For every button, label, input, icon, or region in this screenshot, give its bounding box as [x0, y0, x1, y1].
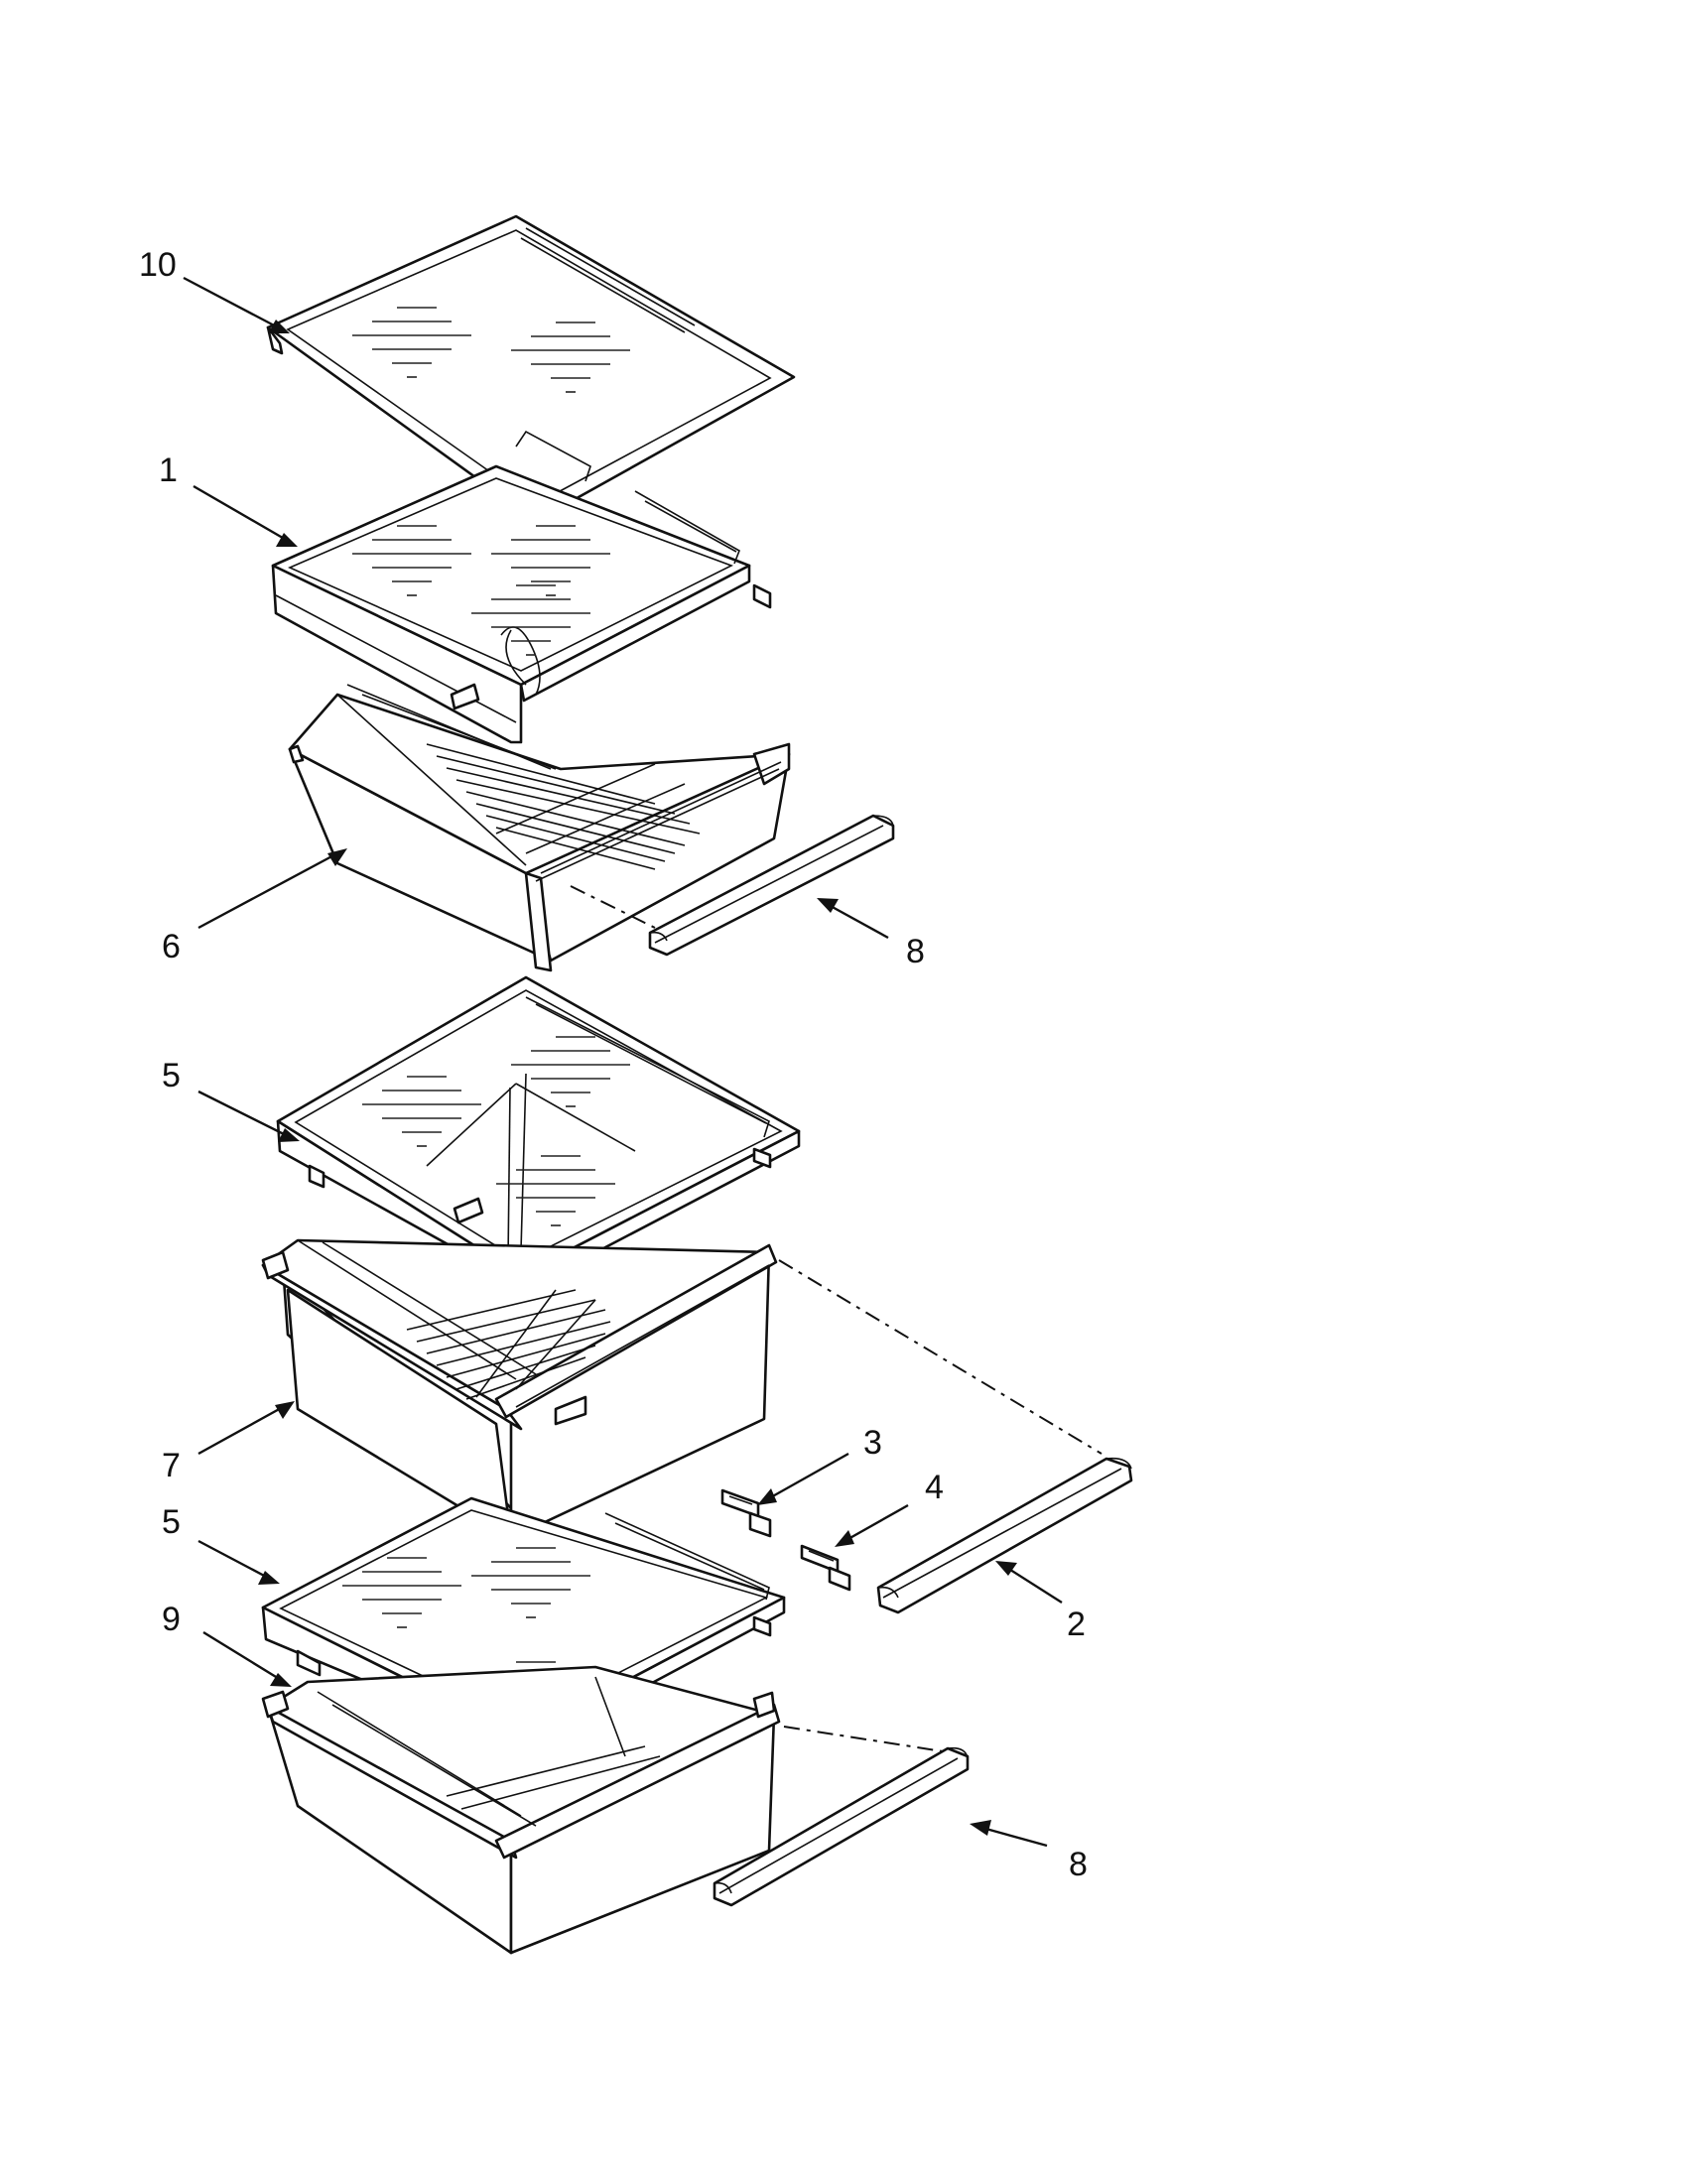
- leader-5-upper: [197, 1090, 300, 1142]
- drawer-part-7: [261, 1238, 778, 1540]
- leader-lines: [183, 276, 1063, 1848]
- leader-9: [202, 1630, 292, 1687]
- alignment-lines: [570, 885, 1103, 1752]
- callout-3: 3: [863, 1424, 882, 1462]
- callout-labels: 10 1 6 8 5 7 3 4 2 5 9 8: [139, 246, 1088, 1883]
- callout-2: 2: [1067, 1606, 1086, 1643]
- leader-3: [757, 1452, 849, 1505]
- callout-1: 1: [159, 451, 178, 489]
- callout-7: 7: [162, 1447, 181, 1484]
- trim-strip-part-2: [876, 1457, 1133, 1614]
- callout-4: 4: [925, 1469, 944, 1506]
- drawer-part-6: [288, 684, 791, 972]
- leader-7: [197, 1401, 295, 1456]
- bracket-part-4: [800, 1544, 851, 1592]
- callout-6: 6: [162, 928, 181, 965]
- leader-8-lower: [970, 1820, 1048, 1848]
- leader-4: [835, 1503, 909, 1547]
- callout-10: 10: [139, 246, 177, 284]
- shelf-part-1: [271, 464, 772, 744]
- leader-1: [193, 484, 298, 547]
- trim-strip-part-8-upper: [648, 814, 895, 957]
- leader-10: [183, 276, 290, 333]
- leader-5-lower: [197, 1539, 280, 1585]
- callout-5-upper: 5: [162, 1057, 181, 1094]
- bracket-part-3: [720, 1488, 772, 1538]
- leader-6: [197, 848, 347, 930]
- drawer-part-9: [261, 1665, 781, 1955]
- shelf-part-10: [266, 214, 796, 523]
- trim-strip-part-8-lower: [713, 1746, 970, 1907]
- callout-8-lower: 8: [1069, 1846, 1088, 1883]
- callout-9: 9: [162, 1601, 181, 1638]
- callout-8-upper: 8: [906, 933, 925, 970]
- leader-2: [995, 1561, 1063, 1605]
- callout-5-lower: 5: [162, 1503, 181, 1541]
- leader-8-upper: [817, 898, 889, 940]
